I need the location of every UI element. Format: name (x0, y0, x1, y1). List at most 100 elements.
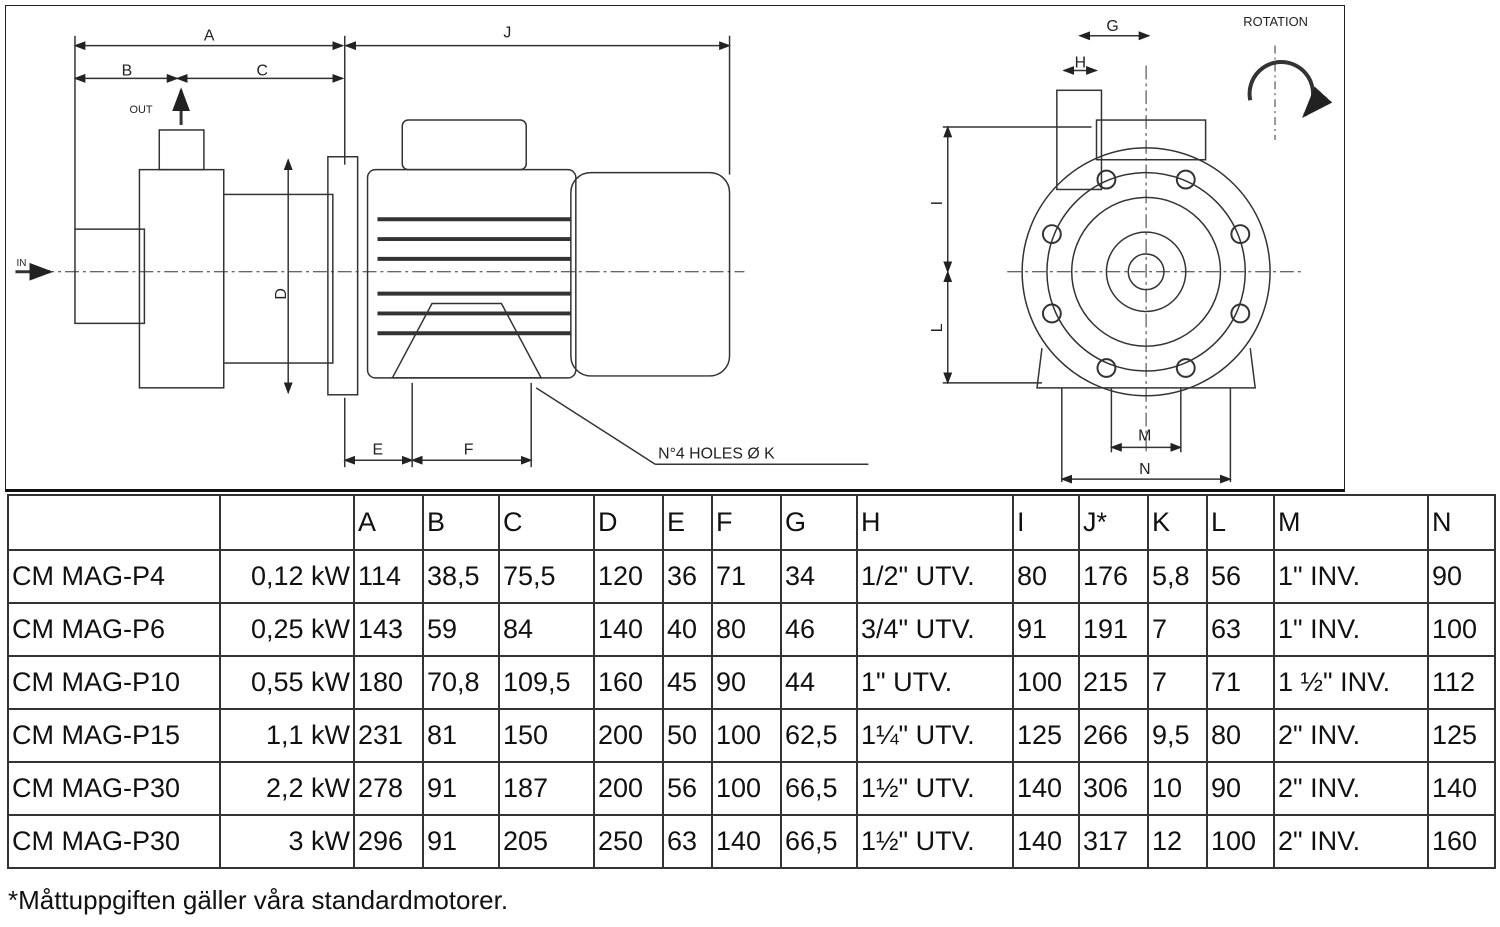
table-cell: 90 (1427, 549, 1496, 604)
column-header: I (1012, 494, 1080, 551)
table-cell: 143 (353, 602, 424, 657)
table-cell: 66,5 (780, 761, 858, 816)
table-cell: 114 (353, 549, 424, 604)
label-b: B (122, 62, 133, 79)
power-cell: 0,55 kW (219, 655, 355, 710)
model-cell: CM MAG-P30 (7, 814, 221, 869)
label-rotation: ROTATION (1243, 14, 1308, 29)
side-view (15, 35, 869, 468)
column-header: L (1206, 494, 1275, 551)
table-cell: 1" INV. (1273, 549, 1429, 604)
table-cell: 63 (662, 814, 713, 869)
label-f: F (464, 441, 474, 458)
table-cell: 140 (1427, 761, 1496, 816)
table-cell: 1½" UTV. (856, 814, 1014, 869)
table-cell: 317 (1078, 814, 1149, 869)
label-g: G (1106, 18, 1118, 35)
table-cell: 125 (1427, 708, 1496, 763)
label-n: N (1139, 461, 1150, 478)
table-cell: 176 (1078, 549, 1149, 604)
table-cell: 140 (711, 814, 782, 869)
table-cell: 66,5 (780, 814, 858, 869)
table-cell: 3/4" UTV. (856, 602, 1014, 657)
table-cell: 125 (1012, 708, 1080, 763)
column-header: H (856, 494, 1014, 551)
footnote: *Måttuppgiften gäller våra standardmotor… (8, 885, 509, 915)
power-cell: 3 kW (219, 814, 355, 869)
table-cell: 46 (780, 602, 858, 657)
table-cell: 7 (1147, 655, 1208, 710)
table-cell: 100 (711, 761, 782, 816)
table-cell: 100 (711, 708, 782, 763)
table-cell: 70,8 (422, 655, 500, 710)
label-j: J (503, 25, 511, 42)
table-cell: 296 (353, 814, 424, 869)
model-cell: CM MAG-P4 (7, 549, 221, 604)
table-cell: 215 (1078, 655, 1149, 710)
column-header: E (662, 494, 713, 551)
table-cell: 140 (1012, 761, 1080, 816)
table-cell: 59 (422, 602, 500, 657)
column-header: J* (1078, 494, 1149, 551)
model-cell: CM MAG-P15 (7, 708, 221, 763)
table-cell: 90 (1206, 761, 1275, 816)
power-cell: 1,1 kW (219, 708, 355, 763)
table-cell: 44 (780, 655, 858, 710)
table-cell: 9,5 (1147, 708, 1208, 763)
table-cell: 12 (1147, 814, 1208, 869)
table-cell: 50 (662, 708, 713, 763)
table-cell: 45 (662, 655, 713, 710)
table-cell: 34 (780, 549, 858, 604)
table-cell: 140 (1012, 814, 1080, 869)
table-cell: 150 (498, 708, 595, 763)
table-cell: 1" UTV. (856, 655, 1014, 710)
table-cell: 231 (353, 708, 424, 763)
column-header: G (780, 494, 858, 551)
table-cell: 140 (593, 602, 664, 657)
column-header: C (498, 494, 595, 551)
table-cell: 109,5 (498, 655, 595, 710)
table-cell: 91 (1012, 602, 1080, 657)
table-cell: 100 (1427, 602, 1496, 657)
model-cell: CM MAG-P6 (7, 602, 221, 657)
pump-dimension-drawing: A B C J OUT IN D E F N°4 HOLES Ø K G H R… (5, 5, 1345, 492)
table-cell: 1" INV. (1273, 602, 1429, 657)
label-a: A (204, 28, 215, 45)
column-header (219, 494, 355, 551)
table-cell: 7 (1147, 602, 1208, 657)
column-header (7, 494, 221, 551)
table-cell: 90 (711, 655, 782, 710)
label-d: D (273, 288, 290, 299)
label-i: I (929, 201, 946, 205)
table-cell: 56 (1206, 549, 1275, 604)
column-header: K (1147, 494, 1208, 551)
table-cell: 71 (1206, 655, 1275, 710)
table-cell: 10 (1147, 761, 1208, 816)
label-e: E (373, 441, 384, 458)
table-cell: 1 ½" INV. (1273, 655, 1429, 710)
table-cell: 191 (1078, 602, 1149, 657)
column-header: F (711, 494, 782, 551)
table-cell: 180 (353, 655, 424, 710)
table-cell: 120 (593, 549, 664, 604)
drawing-labels: A B C J OUT IN D E F N°4 HOLES Ø K G H R… (16, 14, 1307, 478)
table-cell: 62,5 (780, 708, 858, 763)
label-m: M (1138, 427, 1151, 444)
column-header: N (1427, 494, 1496, 551)
column-header: M (1273, 494, 1429, 551)
table-cell: 2" INV. (1273, 761, 1429, 816)
table-cell: 205 (498, 814, 595, 869)
table-cell: 80 (711, 602, 782, 657)
table-cell: 91 (422, 814, 500, 869)
rotation-arrow-icon (1247, 60, 1333, 119)
table-cell: 100 (1012, 655, 1080, 710)
table-cell: 71 (711, 549, 782, 604)
table-cell: 160 (593, 655, 664, 710)
